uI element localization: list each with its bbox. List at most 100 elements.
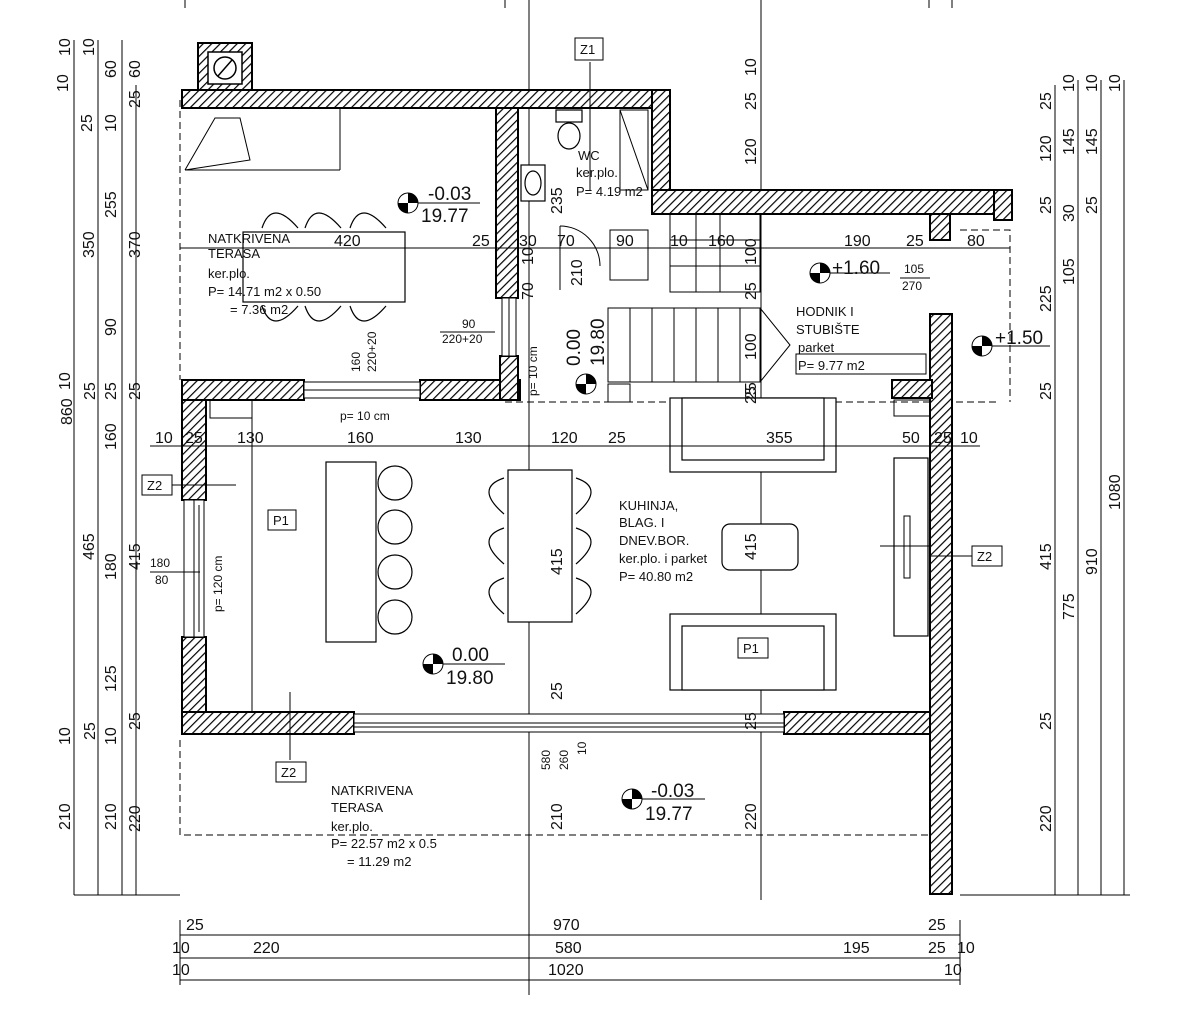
- dim-right-c1: 25: [1038, 92, 1055, 110]
- kitchen-name1: KUHINJA,: [619, 498, 678, 513]
- dim-h2: 10: [155, 430, 173, 447]
- dim-right-c2: 10: [1061, 74, 1078, 92]
- dim-right-c4: 1080: [1107, 474, 1124, 510]
- dim-left-c2: 25: [103, 382, 120, 400]
- tag-z1: Z1: [580, 42, 595, 57]
- note-w160: 160: [349, 352, 363, 372]
- dim-center: 10: [520, 247, 537, 265]
- dim-center: 25: [743, 712, 760, 730]
- dim-left-c2: 210: [103, 803, 120, 830]
- dim-right-c1: 25: [1038, 196, 1055, 214]
- terrace-top-area: P= 14.71 m2 x 0.50: [208, 284, 321, 299]
- level-terrace-bottom: 19.77: [645, 804, 693, 825]
- dim-h2: 130: [455, 430, 482, 447]
- dim-h2: 10: [960, 430, 978, 447]
- dim-h2: 160: [347, 430, 374, 447]
- windows: [183, 297, 785, 733]
- kitchen-name3: DNEV.BOR.: [619, 533, 689, 548]
- dim-center: 100: [743, 238, 760, 265]
- dim-center: 120: [743, 138, 760, 165]
- dim-left-c3: 370: [127, 231, 144, 258]
- level-bottom: 19.77: [421, 206, 469, 227]
- dim-bottom: 10: [957, 940, 975, 957]
- dim-bottom: 220: [253, 940, 280, 957]
- hall-floor: parket: [798, 340, 835, 355]
- dim-h2: 355: [766, 430, 793, 447]
- dim-h1: 25: [472, 233, 490, 250]
- note-d270: 270: [902, 279, 922, 293]
- dim-left-c2: 160: [103, 423, 120, 450]
- note-w220: 220+20: [442, 332, 483, 346]
- dim-right-c1: 25: [1038, 712, 1055, 730]
- dim-center: 25: [743, 382, 760, 400]
- dim-right-c3: 25: [1084, 196, 1101, 214]
- dim-right-c1: 225: [1038, 285, 1055, 312]
- dim-center: 25: [549, 682, 566, 700]
- dim-left-c1: 210: [57, 803, 74, 830]
- dim-left-c2: 180: [103, 553, 120, 580]
- dim-h2: 25: [608, 430, 626, 447]
- terrace-top-name2: TERASA: [208, 246, 260, 261]
- dim-bottom: 580: [555, 940, 582, 957]
- note-d105: 105: [904, 262, 924, 276]
- dim-left-c2: 90: [103, 318, 120, 336]
- dim-left-c2: 10: [103, 114, 120, 132]
- dim-left-c1: 10: [57, 727, 74, 745]
- note-w90: 90: [462, 317, 476, 331]
- dim-h1: 30: [519, 233, 537, 250]
- dim-h2: 130: [237, 430, 264, 447]
- tag-z2-right: Z2: [977, 549, 992, 564]
- level-stair-top: 0.00: [564, 329, 585, 366]
- hall-name1: HODNIK I: [796, 304, 854, 319]
- level-marker: +1.60: [809, 258, 890, 284]
- dim-h1: 90: [616, 233, 634, 250]
- dim-center: 100: [743, 333, 760, 360]
- note-p120: p= 120 cm: [211, 556, 225, 612]
- dim-center: 25: [743, 92, 760, 110]
- level-top: -0.03: [428, 184, 471, 205]
- level-stair-bottom: 19.80: [588, 318, 609, 366]
- dim-center: 415: [743, 533, 760, 560]
- tag-p1-left: P1: [273, 513, 289, 528]
- dim-right-c1: 25: [1038, 382, 1055, 400]
- wc-fixtures: [520, 109, 649, 290]
- dim-center: 235: [549, 187, 566, 214]
- level-hall: +1.60: [832, 258, 880, 279]
- dim-left-c1: 25: [79, 114, 96, 132]
- dim-right-c1: 415: [1038, 543, 1055, 570]
- dim-bottom: 10: [944, 962, 962, 979]
- level-marker: -0.03 19.77: [397, 184, 480, 227]
- kitchen-floor: ker.plo. i parket: [619, 551, 708, 566]
- hall-area: P= 9.77 m2: [798, 358, 865, 373]
- dim-center: 25: [743, 282, 760, 300]
- tag-z2-left: Z2: [147, 478, 162, 493]
- staircase: [607, 213, 791, 403]
- terrace-bottom-name2: TERASA: [331, 800, 383, 815]
- left-dimensions: [73, 40, 180, 896]
- walls: [181, 89, 1013, 895]
- dim-center: 210: [569, 259, 586, 286]
- dim-right-c2: 145: [1061, 128, 1078, 155]
- dim-h1: 80: [967, 233, 985, 250]
- dim-left-c1: 25: [82, 722, 99, 740]
- terrace-bottom-name1: NATKRIVENA: [331, 783, 413, 798]
- dim-left-c2: 10: [103, 727, 120, 745]
- level-marker: 0.00 19.80: [564, 318, 609, 395]
- right-dimensions: [960, 80, 1130, 896]
- bottom-dimensions: 25 970 25 10 220 580 195 25 10 10 1020 1…: [172, 917, 975, 985]
- dim-h2: 120: [551, 430, 578, 447]
- dim-bottom: 25: [928, 917, 946, 934]
- wc-name: WC: [578, 148, 600, 163]
- tag-leaders: [150, 62, 972, 760]
- dim-h1: 10: [670, 233, 688, 250]
- dim-h2: 25: [185, 430, 203, 447]
- level-entrance: +1.50: [995, 328, 1043, 349]
- dim-left-c3: 25: [127, 90, 144, 108]
- terrace-bottom-area2: = 11.29 m2: [347, 854, 411, 869]
- level-marker: -0.03 19.77: [621, 781, 705, 825]
- note-d260: 260: [557, 750, 571, 770]
- dim-center: 70: [520, 282, 537, 300]
- dim-bottom: 970: [553, 917, 580, 934]
- dim-left-c1: 10: [57, 372, 74, 390]
